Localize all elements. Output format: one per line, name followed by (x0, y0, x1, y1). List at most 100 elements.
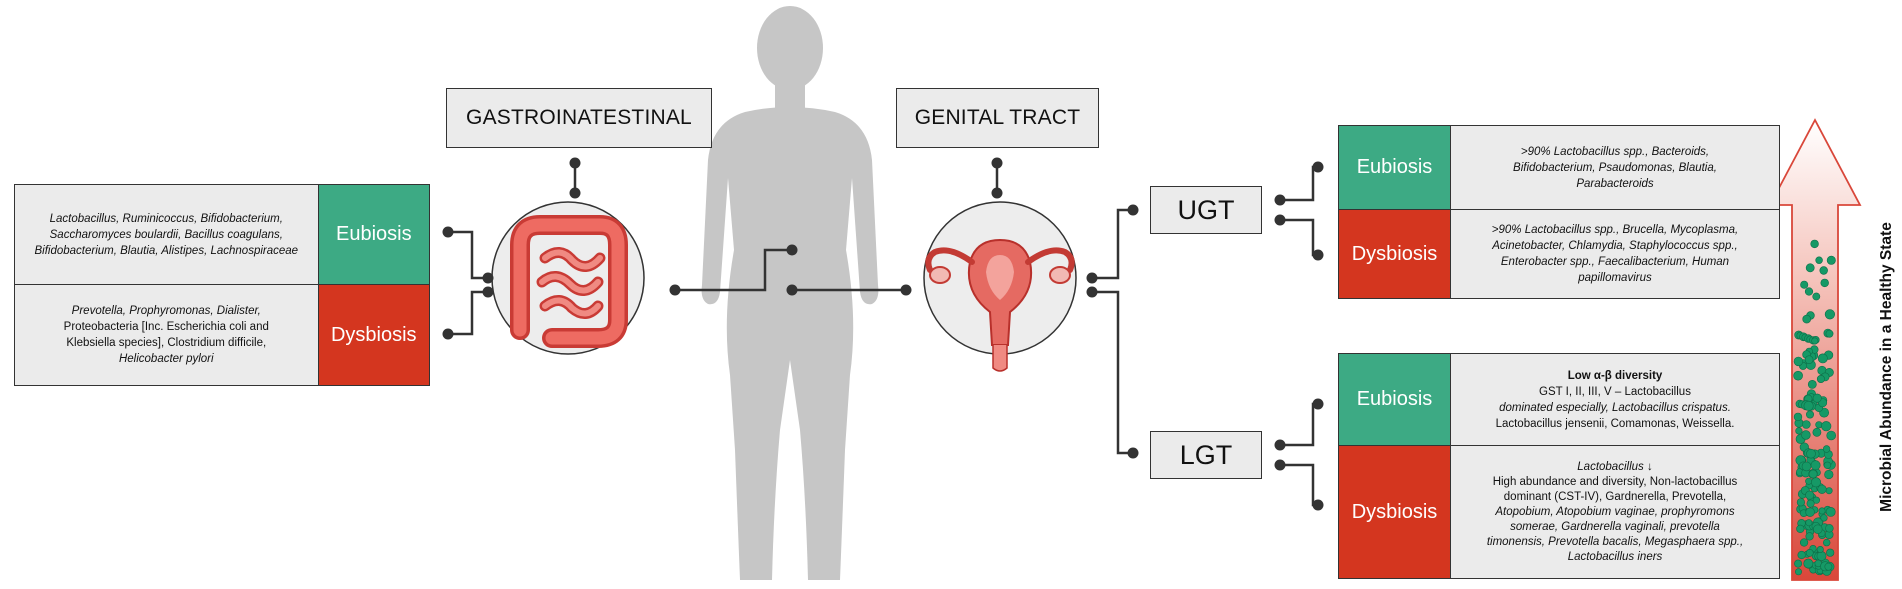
abundance-dot (1803, 400, 1814, 411)
abundance-dot (1803, 558, 1814, 569)
ugt-dysbiosis-line: >90% Lactobacillus spp., Brucella, Mycop… (1491, 224, 1739, 236)
ugt-eubiosis-line: >90% Lactobacillus spp., Bacteroids, (1520, 145, 1710, 158)
gi-panel: Lactobacillus, Ruminicoccus, Bifidobacte… (14, 184, 430, 386)
abundance-dot (1824, 309, 1835, 320)
gi-title: GASTROINATESTINAL (446, 88, 712, 148)
abundance-dot (1796, 524, 1805, 534)
ugt-eubiosis-line: Parabacteroids (1576, 177, 1654, 190)
lgt-dysbiosis-text: Lactobacillus ↓ High abundance and diver… (1451, 446, 1779, 578)
ugt-dysbiosis-label: Dysbiosis (1339, 210, 1451, 298)
lgt-eubiosis-heading: Low α-β diversity (1567, 369, 1663, 382)
intestine-icon (510, 215, 628, 348)
abundance-dot (1819, 266, 1828, 275)
ugt-eubiosis-row: Eubiosis >90% Lactobacillus spp., Bacter… (1339, 126, 1779, 210)
abundance-dot (1801, 461, 1812, 472)
ugt-panel: Eubiosis >90% Lactobacillus spp., Bacter… (1338, 125, 1780, 299)
abundance-dot (1822, 445, 1831, 453)
abundance-dot (1825, 524, 1834, 533)
abundance-dot (1805, 532, 1814, 541)
abundance-dot (1797, 550, 1806, 560)
abundance-dot (1799, 538, 1809, 547)
abundance-dot (1796, 498, 1805, 507)
lgt-eubiosis-line: GST I, II, III, V – Lactobacillus (1539, 385, 1691, 398)
ugt-dysbiosis-text: >90% Lactobacillus spp., Brucella, Mycop… (1451, 210, 1779, 298)
lgt-dysbiosis-line: timonensis, Prevotella bacalis, Megaspha… (1486, 535, 1744, 548)
gi-eubiosis-text: Lactobacillus, Ruminicoccus, Bifidobacte… (15, 185, 318, 284)
lgt-dysbiosis-line: dominant (CST-IV), Gardnerella, Prevotel… (1503, 490, 1727, 503)
ugt-eubiosis-line: Bifidobacterium, Psaudomonas, Blautia, (1513, 161, 1717, 174)
abundance-dot (1826, 430, 1836, 441)
lgt-eubiosis-line: dominated especially, Lactobacillus cris… (1499, 401, 1731, 414)
abundance-dot (1810, 460, 1821, 471)
abundance-dot (1802, 420, 1811, 429)
lgt-dysbiosis-line: Lactobacillus iners (1567, 550, 1663, 563)
abundance-dot (1808, 469, 1818, 479)
lgt-dysbiosis-label: Dysbiosis (1339, 446, 1451, 578)
node-dot-icon (442, 157, 1324, 511)
abundance-dot (1810, 239, 1819, 249)
abundance-dot (1817, 484, 1827, 494)
ugt-label: UGT (1150, 186, 1262, 234)
ugt-dysbiosis-line: Acinetobacter, Chlamydia, Staphylococcus… (1492, 240, 1738, 252)
ugt-dysbiosis-line: papillomavirus (1578, 272, 1652, 284)
abundance-dot (1821, 421, 1832, 432)
gi-dysbiosis-label: Dysbiosis (317, 285, 429, 385)
gi-dysbiosis-row: Prevotella, Prophyromonas, Dialister, Pr… (15, 285, 429, 385)
abundance-dot (1822, 538, 1831, 547)
abundance-dot (1820, 278, 1829, 288)
abundance-dot (1826, 548, 1835, 557)
abundance-dot (1817, 353, 1828, 364)
abundance-dot (1818, 507, 1826, 515)
abundance-dot (1824, 469, 1834, 480)
ugt-dysbiosis-row: Dysbiosis >90% Lactobacillus spp., Bruce… (1339, 210, 1779, 298)
abundance-arrow-label: Microbial Abundance in a Healthy State (1878, 222, 1895, 512)
abundance-dot (1823, 461, 1832, 469)
gi-dysbiosis-line: Prevotella, Prophyromonas, Dialister, (71, 305, 261, 317)
abundance-dot (1825, 329, 1834, 338)
abundance-dot (1824, 562, 1833, 571)
abundance-dot (1806, 410, 1815, 419)
ugt-dysbiosis-line: Enterobacter spp., Faecalibacterium, Hum… (1500, 256, 1730, 268)
lgt-eubiosis-text: Low α-β diversity GST I, II, III, V – La… (1451, 354, 1779, 445)
abundance-dot (1795, 568, 1803, 576)
lgt-dysbiosis-line: High abundance and diversity, Non-lactob… (1492, 475, 1738, 488)
abundance-dot (1802, 314, 1811, 324)
abundance-dot (1826, 255, 1836, 265)
abundance-dot (1804, 287, 1814, 296)
abundance-dot (1804, 355, 1814, 365)
lgt-dysbiosis-line: somerae, Gardnerella vaginali, prevotell… (1510, 520, 1720, 533)
lgt-panel: Eubiosis Low α-β diversity GST I, II, II… (1338, 353, 1780, 579)
abundance-dot (1794, 559, 1803, 568)
abundance-dot (1806, 448, 1816, 459)
abundance-dot (1811, 337, 1819, 345)
uterus-icon (925, 238, 1075, 372)
abundance-dot (1812, 393, 1822, 403)
abundance-dot (1815, 256, 1823, 264)
gi-dysbiosis-line: Klebsiella species], Clostridium diffici… (66, 337, 267, 349)
abundance-dot (1806, 499, 1815, 508)
abundance-dot (1825, 506, 1836, 517)
abundance-dot (1812, 496, 1820, 504)
abundance-dot (1825, 487, 1833, 495)
abundance-dot (1811, 477, 1822, 488)
abundance-dot (1805, 507, 1815, 517)
abundance-dot (1805, 477, 1813, 485)
lgt-dysbiosis-heading: Lactobacillus ↓ (1577, 460, 1653, 473)
abundance-dot (1812, 292, 1821, 301)
abundance-dot (1805, 263, 1815, 273)
gi-eubiosis-label: Eubiosis (317, 185, 429, 284)
abundance-dot (1805, 490, 1815, 500)
human-silhouette-icon (701, 6, 879, 580)
abundance-dot (1816, 374, 1825, 383)
lgt-eubiosis-line: Lactobacillus jensenii, Comamonas, Weiss… (1495, 417, 1735, 430)
lgt-eubiosis-label: Eubiosis (1339, 354, 1451, 445)
abundance-dot (1793, 370, 1803, 381)
abundance-dot (1805, 519, 1813, 527)
ugt-eubiosis-label: Eubiosis (1339, 126, 1451, 209)
ugt-eubiosis-text: >90% Lactobacillus spp., Bacteroids, Bif… (1451, 126, 1779, 209)
abundance-dot (1795, 427, 1803, 435)
abundance-dot (1807, 379, 1817, 389)
abundance-dot (1805, 549, 1814, 557)
